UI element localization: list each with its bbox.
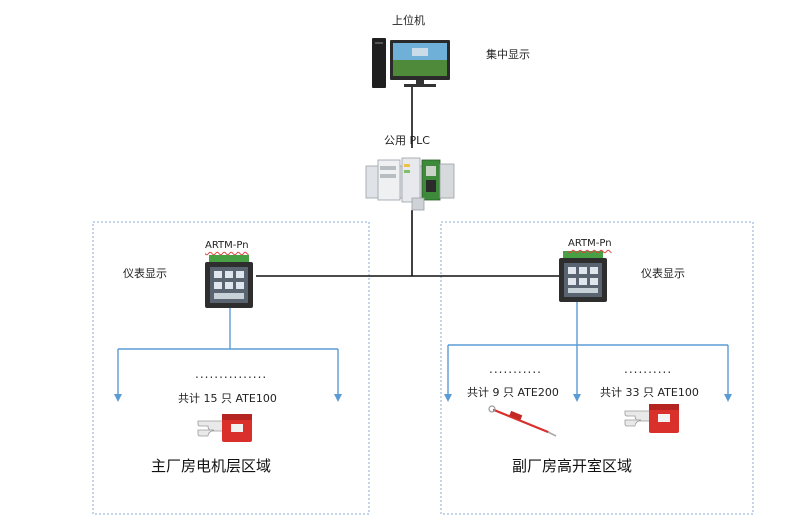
right-meter-display-label: 仪表显示 <box>641 267 685 280</box>
computer-icon <box>372 38 450 88</box>
left-zone-border <box>92 221 370 515</box>
left-distribution-arrows <box>114 308 342 402</box>
right-zone-border <box>440 221 754 515</box>
plc-label: 公用 PLC <box>384 134 430 147</box>
plc-icon <box>365 157 455 211</box>
computer-label: 上位机 <box>392 14 425 27</box>
right-distribution-arrows <box>444 302 732 402</box>
right-area-name: 副厂房高开室区域 <box>512 457 633 475</box>
right-ate100-sensor-icon <box>624 404 679 433</box>
right-right-dots: .......... <box>624 362 673 376</box>
right-artm-label: ARTM-Pn <box>568 238 612 249</box>
central-display-label: 集中显示 <box>486 48 530 61</box>
right-left-dots: ........... <box>489 362 542 376</box>
left-meter-display-label: 仪表显示 <box>123 267 167 280</box>
left-area-name: 主厂房电机层区域 <box>151 457 272 475</box>
left-artm-label: ARTM-Pn <box>205 240 249 251</box>
network-wires <box>256 86 570 277</box>
left-artm-meter-icon <box>205 255 253 308</box>
left-ate100-sensor-icon <box>197 414 252 442</box>
right-left-count-label: 共计 9 只 ATE200 <box>467 386 559 399</box>
right-right-count-label: 共计 33 只 ATE100 <box>600 386 699 399</box>
left-dots: ............... <box>195 367 268 381</box>
left-count-label: 共计 15 只 ATE100 <box>178 392 277 405</box>
right-artm-meter-icon <box>559 251 607 302</box>
right-ate200-sensor-icon <box>488 405 557 437</box>
